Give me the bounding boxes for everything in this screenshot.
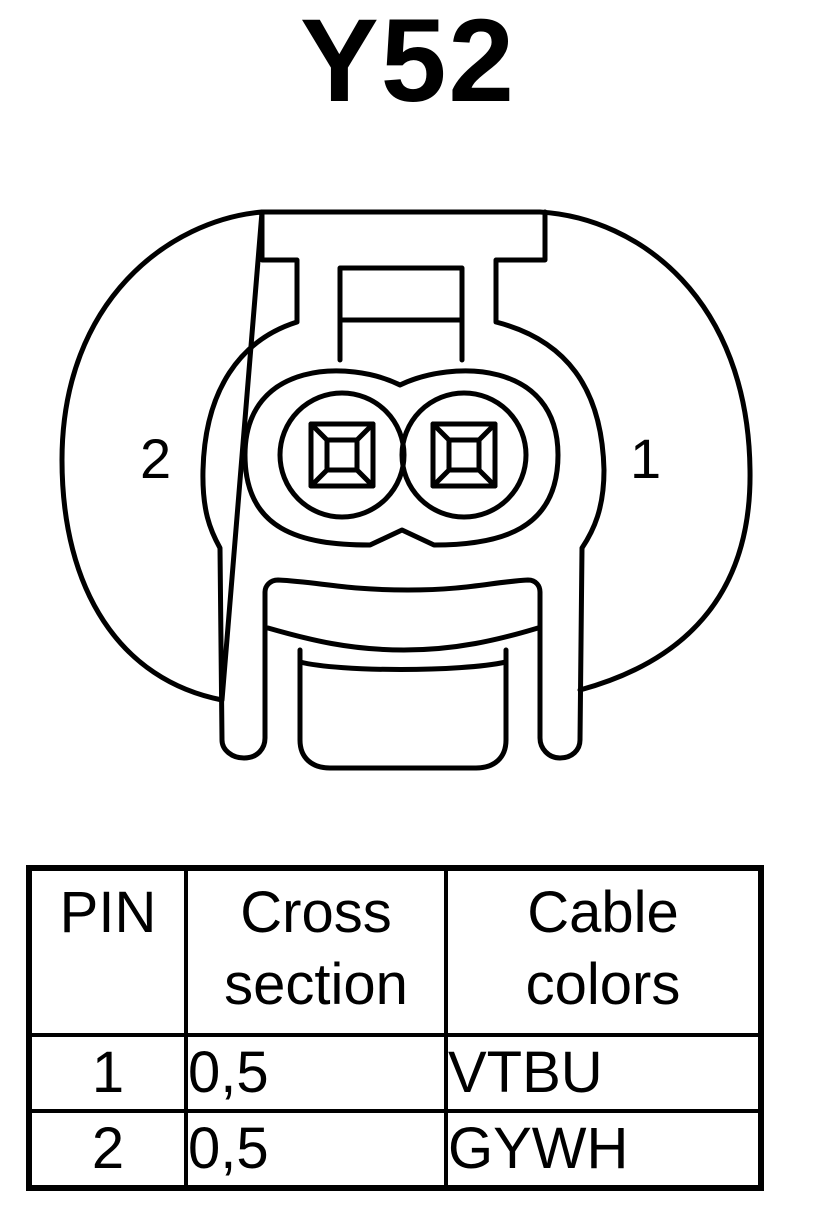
pin-label-left: 2 xyxy=(140,427,171,490)
pin-1-terminal-outer xyxy=(430,421,498,489)
pin-cavity-housing xyxy=(242,368,561,548)
pin-number: 1 xyxy=(27,1033,188,1113)
table-header-row: PIN Cross section Cable colors xyxy=(27,866,763,1037)
pin-label-right: 1 xyxy=(630,427,661,490)
connector-outer-body xyxy=(59,209,753,703)
keyway-lip xyxy=(297,659,509,672)
top-latch-tab xyxy=(200,209,607,761)
table-row: 1 0,5 VTBU xyxy=(27,1033,763,1113)
pin-2-terminal-outer xyxy=(308,421,376,489)
pin-number: 2 xyxy=(27,1109,188,1190)
header-pin: PIN xyxy=(27,866,188,1037)
connector-face-diagram: 2 1 xyxy=(59,209,753,771)
bottom-keyway xyxy=(297,647,509,771)
cable-color-value: VTBU xyxy=(444,1033,763,1113)
table-row: 2 0,5 GYWH xyxy=(27,1109,763,1190)
pin-2-terminal-inner xyxy=(324,437,360,473)
cross-section-value: 0,5 xyxy=(184,1109,448,1190)
header-cable-colors: Cable colors xyxy=(444,866,763,1037)
connector-title: Y52 xyxy=(300,0,516,127)
cross-section-value: 0,5 xyxy=(184,1033,448,1113)
header-cross-section: Cross section xyxy=(184,866,448,1037)
latch-window xyxy=(337,265,465,363)
pin-1-terminal-ring xyxy=(399,390,529,520)
keyway-top-arc xyxy=(265,625,541,653)
pin-assignment-table: PIN Cross section Cable colors 1 0,5 VTB… xyxy=(26,865,764,1191)
pin-1-terminal-inner xyxy=(446,437,482,473)
pin-2-terminal-ring xyxy=(277,390,407,520)
cable-color-value: GYWH xyxy=(444,1109,763,1190)
